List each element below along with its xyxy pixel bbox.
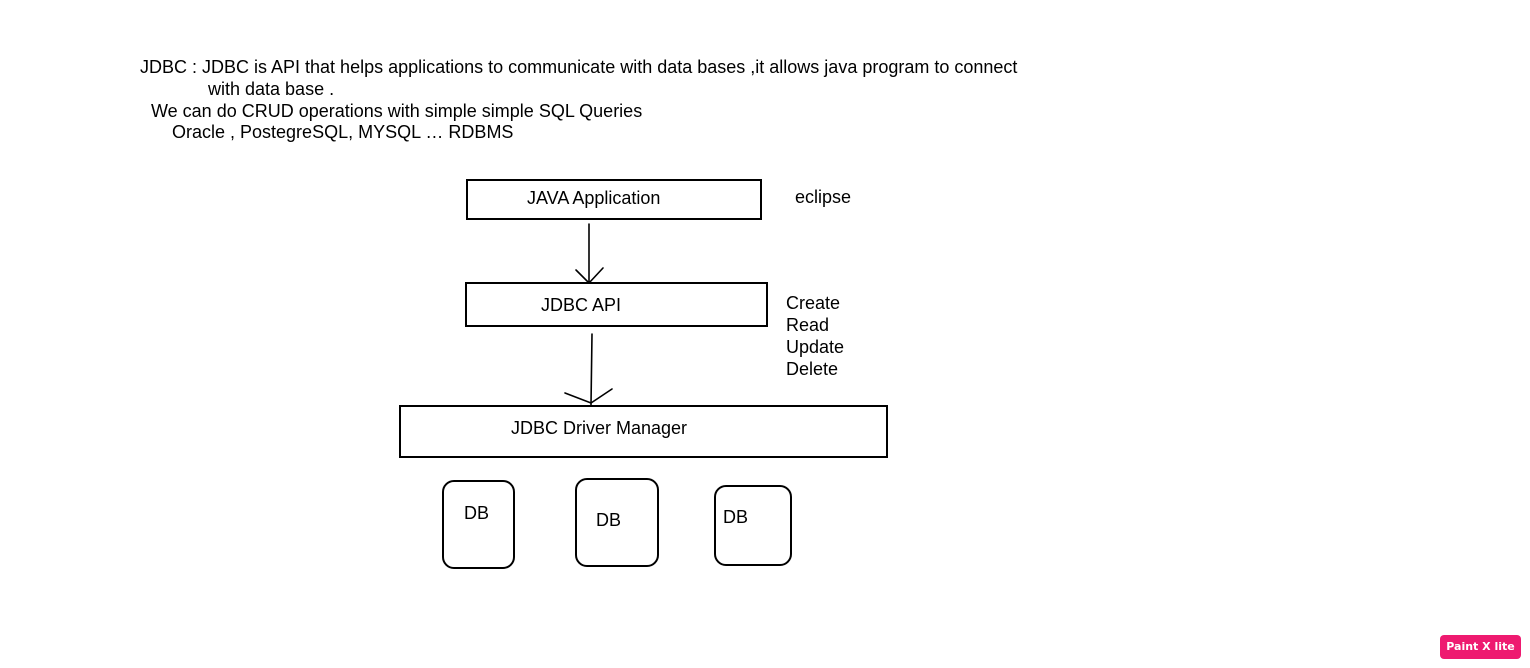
crud-create: Create <box>786 293 841 313</box>
definition-line-2: with data base . <box>208 79 335 99</box>
jdbc-api-label: JDBC API <box>541 295 622 315</box>
database-label-2: DB <box>596 510 622 530</box>
database-label-3: DB <box>723 507 749 527</box>
crud-read: Read <box>786 315 830 335</box>
database-box-3: DB <box>714 485 792 566</box>
database-label-1: DB <box>464 503 490 523</box>
driver-manager-label: JDBC Driver Manager <box>511 418 688 438</box>
database-box-2: DB <box>575 478 659 567</box>
eclipse-note: eclipse <box>795 187 852 207</box>
crud-update: Update <box>786 337 845 357</box>
java-application-label: JAVA Application <box>527 188 661 208</box>
java-application-box: JAVA Application <box>466 179 762 220</box>
rdbms-examples-line: Oracle , PostegreSQL, MYSQL … RDBMS <box>172 122 514 142</box>
database-box-1: DB <box>442 480 515 569</box>
arrowhead-api-to-driver <box>564 388 613 404</box>
crud-list: Create Read Update Delete <box>786 292 844 380</box>
paint-x-lite-badge[interactable]: Paint X lite <box>1440 635 1521 659</box>
definition-line-1: JDBC : JDBC is API that helps applicatio… <box>140 57 1018 77</box>
crud-delete: Delete <box>786 359 839 379</box>
driver-manager-box: JDBC Driver Manager <box>399 405 888 458</box>
jdbc-api-box: JDBC API <box>465 282 768 327</box>
crud-note-line: We can do CRUD operations with simple si… <box>151 101 643 121</box>
arrow-api-to-driver <box>590 333 593 406</box>
